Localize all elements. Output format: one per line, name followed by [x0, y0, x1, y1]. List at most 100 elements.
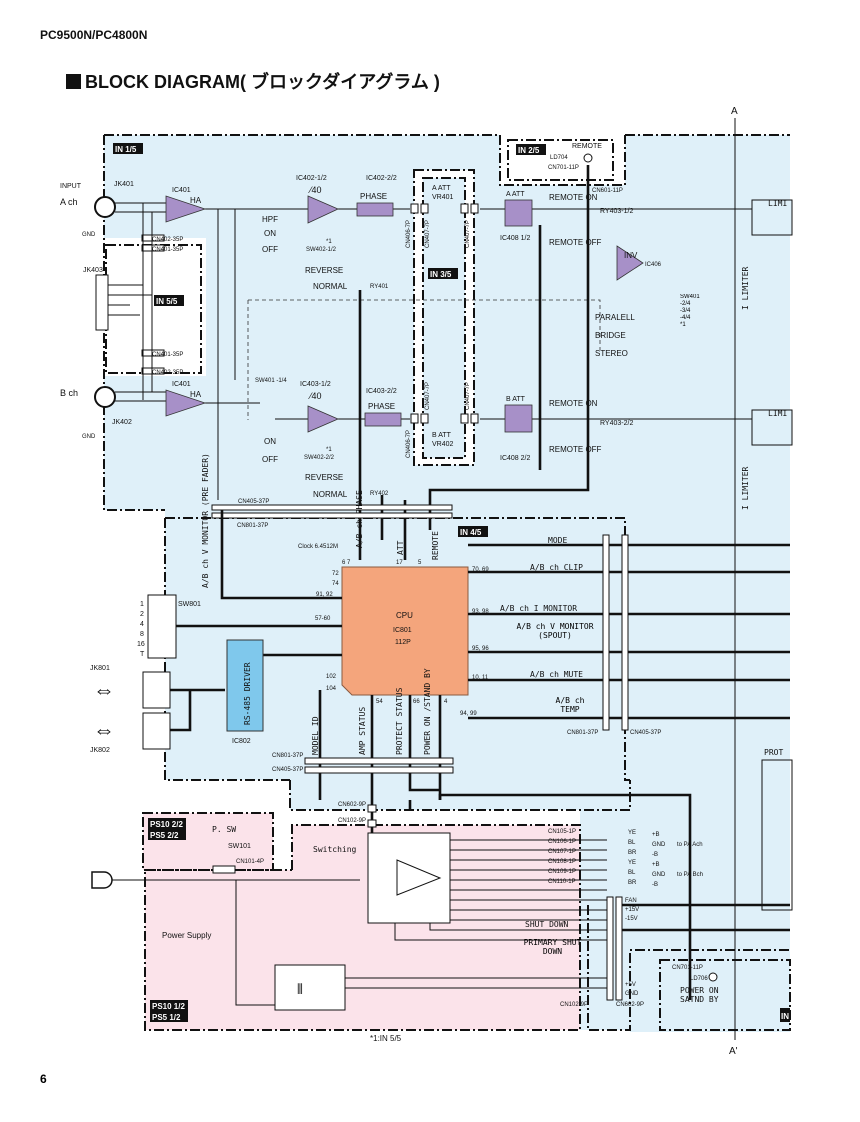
diagram-label: AMP STATUS	[358, 707, 367, 755]
diagram-shape	[410, 413, 419, 424]
diagram-label: CN401-35P	[152, 352, 183, 358]
diagram-shape	[583, 153, 593, 163]
diagram-label: YE	[628, 860, 636, 866]
diagram-shape	[602, 534, 610, 731]
diagram-label: CN405-37P	[630, 730, 661, 736]
diagram-label: JK403	[83, 267, 103, 274]
b-att-icon	[504, 404, 533, 433]
diagram-label: IC403-1/2	[300, 381, 331, 388]
diagram-label: HA	[190, 196, 202, 205]
model-header: PC9500N/PC4800N	[40, 28, 148, 42]
diagram-label: CN801-37P	[272, 753, 303, 759]
diagram-shape	[470, 413, 479, 424]
diagram-label: BR	[628, 880, 637, 886]
diagram-label: SHUT DOWN	[525, 920, 569, 929]
diagram-label: A/B ch PHASE	[355, 490, 364, 548]
marker-a: A	[731, 106, 738, 117]
diagram-label: to PA Ach	[677, 842, 703, 848]
diagram-label: PHASE	[360, 192, 387, 201]
diagram-label: RY402	[370, 491, 389, 497]
xlr-jack-icon	[94, 196, 116, 218]
diagram-label: VR401	[432, 194, 454, 201]
diagram-label: PARALELL	[595, 313, 635, 322]
diagram-label: A/B ch CLIP	[530, 563, 583, 572]
diagram-label: Power Supply	[162, 931, 211, 940]
diagram-shape	[458, 526, 488, 537]
board-tags: IN 1/5 IN 2/5 IN 3/5 IN 4/5 IN 5/5 PS10 …	[113, 143, 790, 1022]
diagram-label: 70, 69	[472, 567, 489, 573]
diagram-label: Switching	[313, 845, 357, 854]
ac-plug-icon	[91, 871, 113, 889]
diagram-label: BRIDGE	[595, 331, 626, 340]
diagram-label: INV	[624, 251, 638, 260]
diagram-label: CN601-11P	[592, 188, 623, 194]
cn406-b-label: CN406-7P	[406, 430, 412, 458]
cn407-b-left-label: CN407-7P	[425, 382, 431, 410]
v-monitor-label: A/B ch V MONITOR (SPOUT)	[516, 622, 594, 640]
diagram-label: 93, 98	[472, 609, 489, 615]
diagram-label: 91, 92	[316, 592, 333, 598]
diagram-label: +5V	[625, 982, 636, 988]
diagram-shape	[150, 1000, 188, 1022]
diagram-label: PROTECT STATUS	[395, 687, 404, 755]
diagram-shape	[420, 203, 429, 214]
diagram-label: A/B ch V MONITOR (PRE FADER)	[201, 453, 210, 588]
a-att-icon	[504, 199, 533, 227]
diagram-shape	[500, 135, 625, 185]
diagram-label: IC403-2/2	[366, 388, 397, 395]
diagram-shape	[606, 896, 614, 1001]
diagram-label: CN405-37P	[238, 499, 269, 505]
diagram-shape	[211, 504, 453, 511]
diagram-shape	[761, 759, 793, 911]
diagram-label: P. SW	[212, 825, 236, 834]
diagram-label: HPF	[262, 215, 278, 224]
diagram-label: 5	[418, 560, 422, 566]
diagram-label: PROT	[764, 748, 783, 757]
diagram-label: CN108-1P	[548, 859, 576, 865]
diagram-label: IC402-1/2	[296, 175, 327, 182]
diagram-label: 104	[326, 686, 337, 692]
diagram-label: RY403-1/2	[600, 208, 633, 215]
diagram-label: JK401	[114, 181, 134, 188]
diagram-label: IC801	[393, 627, 412, 634]
diagram-label: OFF	[262, 455, 278, 464]
diagram-label: I LIMITER	[741, 266, 750, 310]
diagram-label: CN402-35P	[152, 237, 183, 243]
marker-a-prime: A'	[729, 1046, 738, 1057]
diagram-label: -15V	[625, 916, 638, 922]
diagram-label: 10, 11	[472, 675, 489, 681]
diagram-label: IC408 1/2	[500, 235, 530, 242]
diagram-shape	[141, 349, 165, 357]
diagram-shape	[410, 203, 419, 214]
diagram-shape	[141, 234, 165, 242]
diagram-label: PS10 1/2	[152, 1002, 185, 1011]
diagram-shape	[211, 512, 453, 519]
diagram-label: HA	[190, 390, 202, 399]
diagram-shape	[780, 1008, 790, 1022]
diagram-shape	[470, 203, 479, 214]
diagram-label: CN109-1P	[548, 869, 576, 875]
sw801-dip-switch	[147, 594, 177, 659]
diagram-label: 17	[396, 560, 403, 566]
diagram-shape	[148, 818, 186, 840]
temp-label: A/B ch TEMP	[555, 696, 585, 714]
diagram-label: -B	[652, 882, 658, 888]
diagram-label: SW402-2/2	[304, 455, 335, 461]
diagram-shape	[708, 972, 718, 982]
diagram-shape	[428, 268, 458, 279]
diagram-label: BL	[628, 870, 636, 876]
jk802-rj45	[142, 712, 171, 750]
diagram-label: JK801	[90, 665, 110, 672]
diagram-label: NORMAL	[313, 490, 348, 499]
footnote: *1:IN 5/5	[370, 1034, 402, 1043]
diagram-shape	[141, 367, 165, 375]
phase-b-icon	[364, 412, 402, 427]
diagram-label: IC401	[172, 187, 191, 194]
diagram-shape	[154, 295, 184, 306]
diagram-label: CN801-37P	[567, 730, 598, 736]
diagram-label: 72	[332, 571, 339, 577]
diagram-label: 6 7	[342, 560, 351, 566]
diagram-shape	[621, 534, 629, 731]
diagram-label: IC802	[232, 738, 251, 745]
diagram-label: PHASE	[368, 402, 395, 411]
